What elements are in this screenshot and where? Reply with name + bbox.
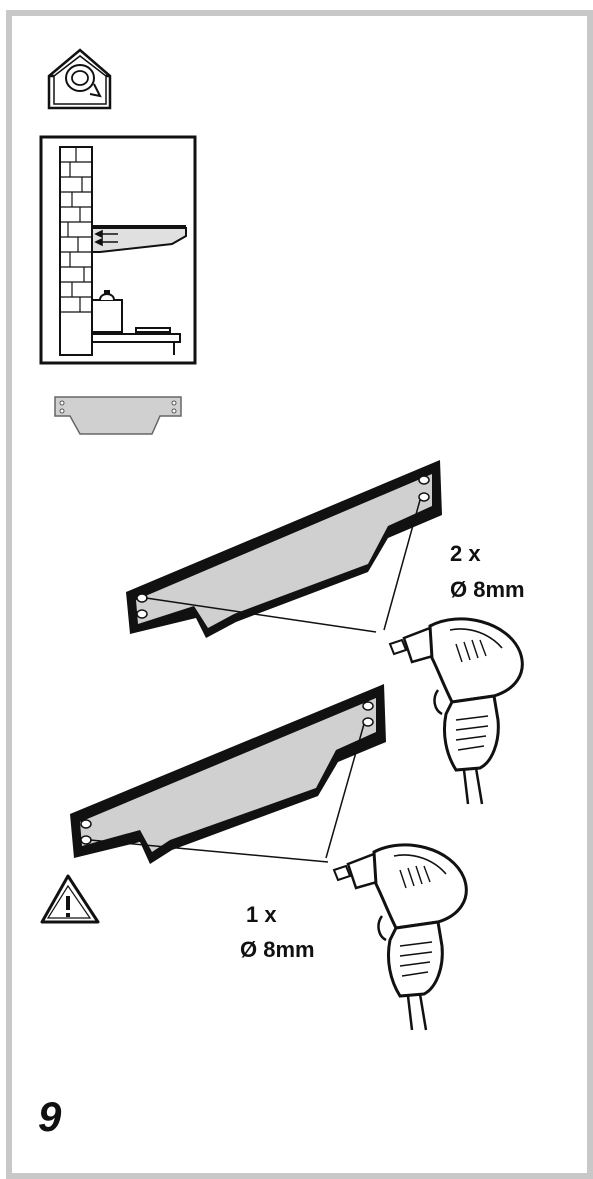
power-drill-icon (332, 843, 468, 1032)
power-drill-icon (388, 617, 524, 806)
lower-bracket (70, 684, 386, 864)
lower-guide-lines (89, 723, 365, 863)
upper-guide-lines (145, 499, 421, 633)
step-number: 9 (38, 1093, 62, 1140)
bracket-thumbnail-icon (54, 396, 182, 435)
wall-mounted-hood-scene (39, 135, 197, 365)
upper-bracket (126, 460, 442, 638)
upper-hole-diameter: Ø 8mm (450, 577, 525, 602)
upper-hole-count: 2 x (450, 541, 481, 566)
lower-hole-diameter: Ø 8mm (240, 937, 315, 962)
recirculation-house-icon (47, 48, 112, 110)
lower-hole-count: 1 x (246, 902, 277, 927)
warning-triangle-icon (40, 874, 100, 924)
